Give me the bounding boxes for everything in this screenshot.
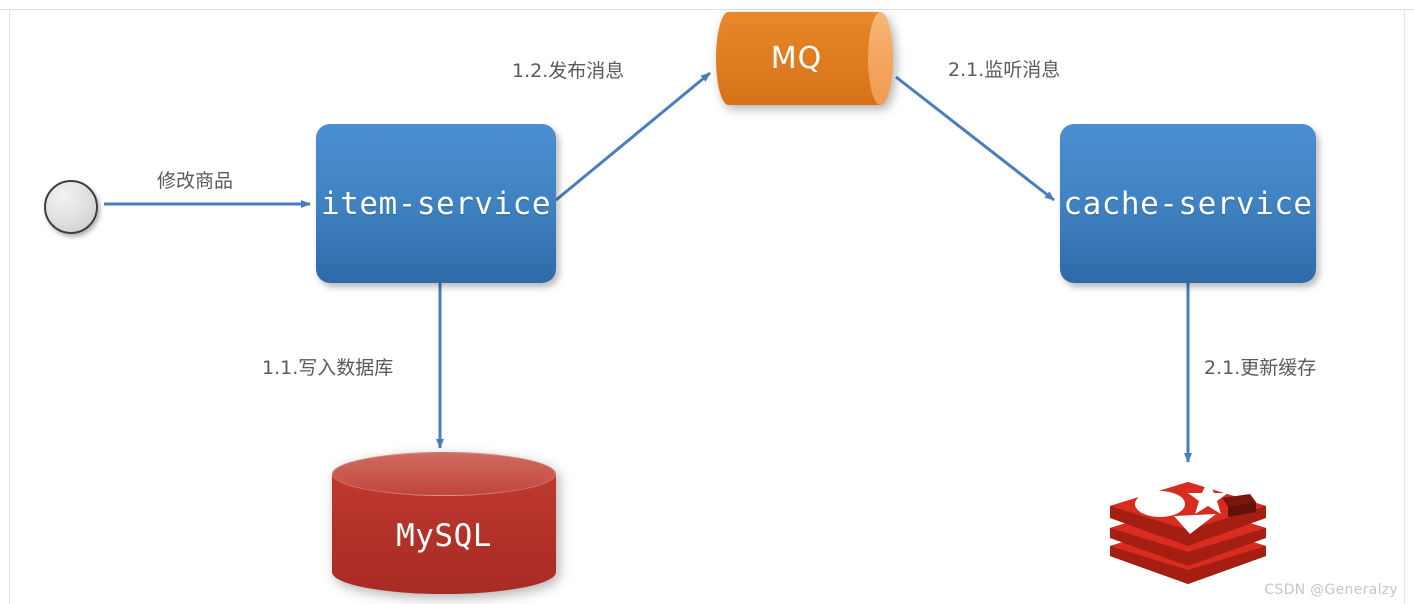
watermark: CSDN @Generalzy [1264,582,1398,598]
redis-logo-icon [1110,480,1266,584]
node-cache-service[interactable]: cache-service [1060,124,1316,283]
edge-label-write-database: 1.1.写入数据库 [262,357,394,379]
node-mq[interactable]: MQ [716,12,893,105]
node-mysql[interactable]: MySQL [332,452,556,594]
node-mq-label: MQ [770,41,823,76]
mq-body [728,12,881,105]
edge-label-listen-message: 2.1.监听消息 [948,59,1061,81]
edge-label-publish-message: 1.2.发布消息 [512,60,625,82]
edge-label-modify-product: 修改商品 [157,170,234,192]
page-border-right [1404,9,1405,604]
node-start-circle[interactable] [44,180,98,234]
edge-item-service-to-mq [555,71,711,202]
node-redis[interactable] [1104,462,1272,588]
node-mysql-label: MySQL [396,518,492,554]
page-border-left [9,9,10,604]
node-item-service-label: item-service [321,185,551,222]
mysql-top-ellipse [332,452,556,496]
node-item-service[interactable]: item-service [316,124,556,283]
page-border-top [0,9,1414,10]
edge-mq-to-cache-service [895,75,1055,202]
edge-label-update-cache: 2.1.更新缓存 [1204,357,1317,379]
node-cache-service-label: cache-service [1063,185,1313,222]
mq-cap-right [868,12,893,105]
